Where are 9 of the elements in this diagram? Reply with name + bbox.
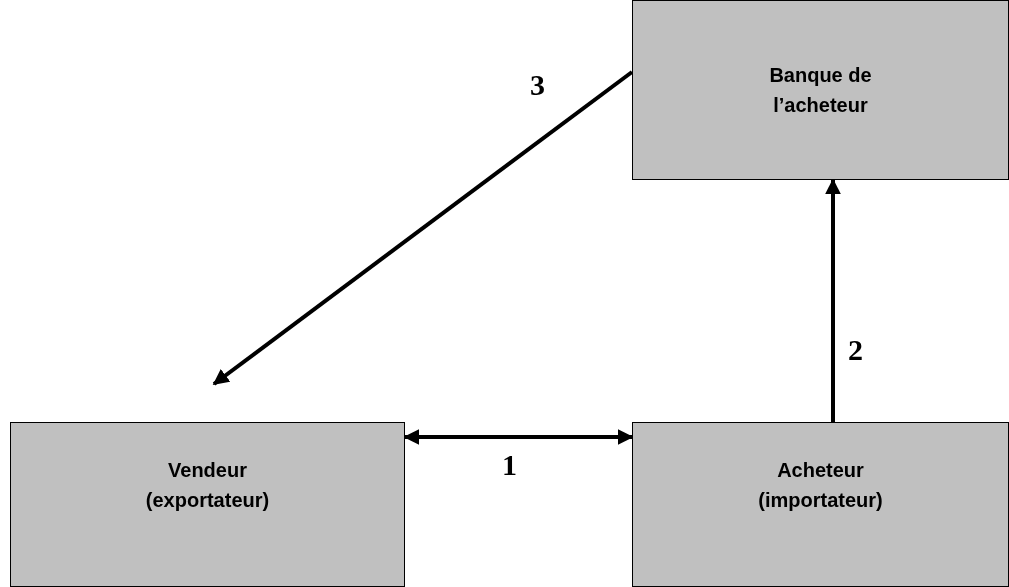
node-box xyxy=(632,0,1009,180)
node-label: Acheteur (importateur) xyxy=(757,457,884,513)
arrow xyxy=(825,178,841,422)
arrow xyxy=(403,429,634,445)
arrow xyxy=(212,70,634,386)
node-label: Banque de l’acheteur xyxy=(768,63,873,118)
node-label: Vendeur (exportateur) xyxy=(144,457,271,513)
node-box xyxy=(10,422,405,587)
node-box xyxy=(632,422,1009,587)
